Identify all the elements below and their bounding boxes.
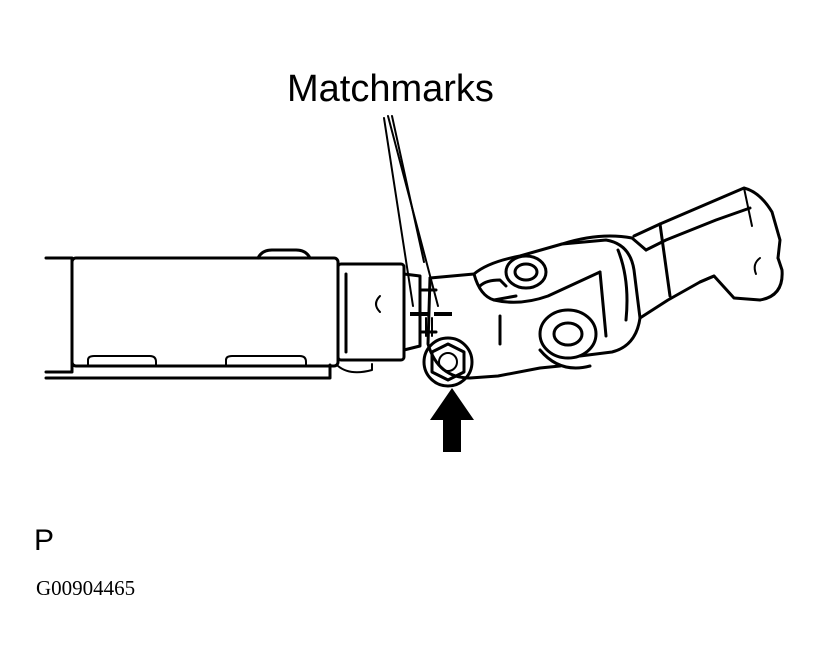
intermediate-shaft-right	[632, 186, 784, 320]
yoke-bolt	[422, 336, 474, 388]
matchmark-lines	[410, 312, 452, 337]
figure-code-label: G00904465	[36, 576, 136, 600]
steering-column-housing	[44, 248, 373, 380]
up-arrow-icon	[430, 388, 474, 452]
universal-joint-cross	[538, 238, 642, 370]
matchmark-leaders	[383, 115, 439, 307]
view-letter-label: P	[34, 524, 55, 557]
universal-joint-yoke	[426, 234, 648, 380]
matchmarks-label: Matchmarks	[287, 68, 494, 110]
